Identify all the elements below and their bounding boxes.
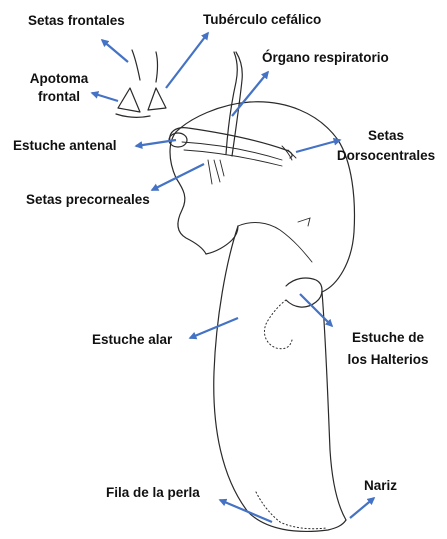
frontal-seta-right <box>156 52 158 82</box>
abdomen-outline <box>214 226 346 531</box>
label-setas-frontales: Setas frontales <box>28 13 125 28</box>
precorneal-seta-3 <box>220 160 224 176</box>
arrow-nariz <box>350 498 374 518</box>
pearl-row <box>256 492 326 529</box>
pupa-drawing <box>116 50 354 531</box>
arrow-setas-dorsocentrales <box>296 140 340 152</box>
arrow-tuberculo-cefalico <box>166 33 208 88</box>
label-apotoma-frontal-1: Apotoma <box>30 71 89 86</box>
arrow-apotoma-frontal <box>92 93 118 101</box>
arrows <box>92 33 374 522</box>
label-estuche-halterios-1: Estuche de <box>352 330 425 345</box>
inner-boundary <box>238 223 312 262</box>
apotome-left <box>118 88 140 112</box>
arrow-estuche-alar <box>190 318 238 338</box>
haltere-sheath <box>286 278 322 307</box>
label-setas-precorneales: Setas precorneales <box>26 192 150 207</box>
precorneal-seta-1 <box>208 160 212 184</box>
abdomen-back-outline <box>322 292 346 520</box>
frontal-seta-left <box>132 50 140 80</box>
label-estuche-halterios-2: los Halterios <box>347 352 428 367</box>
label-setas-dorsocentrales-1: Setas <box>368 128 404 143</box>
label-setas-dorsocentrales-2: Dorsocentrales <box>337 148 435 163</box>
frontal-tubercle <box>116 114 150 117</box>
label-estuche-alar: Estuche alar <box>92 332 173 347</box>
arrow-setas-precorneales <box>152 164 204 190</box>
label-organo-respiratorio: Órgano respiratorio <box>262 50 389 65</box>
respiratory-organ <box>226 52 237 154</box>
label-tuberculo-cefalico: Tubérculo cefálico <box>203 12 321 27</box>
wing-sheath-mark <box>298 218 310 226</box>
haltere-sheath-dotted <box>264 300 292 349</box>
apotome-right <box>148 88 166 110</box>
arrow-setas-frontales <box>102 40 128 62</box>
labels: Setas frontales Tubérculo cefálico Apoto… <box>13 12 435 500</box>
arrow-organo-respiratorio <box>232 72 268 116</box>
label-nariz: Nariz <box>364 478 397 493</box>
precorneal-seta-2 <box>214 160 220 182</box>
arrow-estuche-halterios <box>300 294 332 326</box>
arrow-fila-perla <box>220 500 272 522</box>
label-fila-de-la-perla: Fila de la perla <box>106 485 200 500</box>
label-apotoma-frontal-2: frontal <box>38 89 80 104</box>
label-estuche-antenal: Estuche antenal <box>13 138 117 153</box>
